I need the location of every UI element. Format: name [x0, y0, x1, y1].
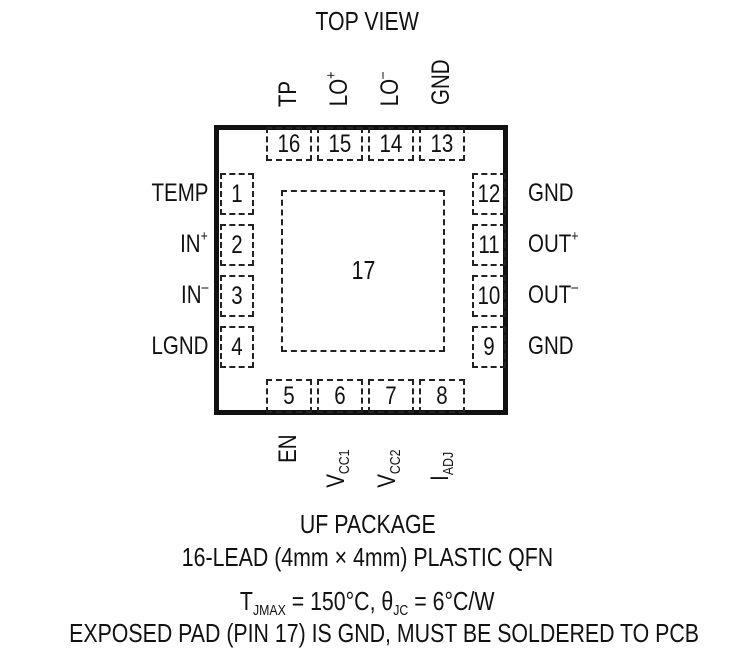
- pin-label-14: LO–: [374, 72, 404, 107]
- pin-label-15: LO+: [323, 71, 353, 107]
- pin-14: 14: [368, 127, 414, 161]
- pin-6: 6: [317, 379, 363, 413]
- pin-label-16: TP: [274, 80, 302, 108]
- caption-thermal: TJMAX = 150°C, θJC = 6°C/W: [240, 586, 495, 619]
- pin-label-9: GND: [528, 332, 574, 360]
- pin-15: 15: [317, 127, 363, 161]
- pin-label-4: LGND: [151, 332, 208, 360]
- pin-16: 16: [266, 127, 312, 161]
- pin-12: 12: [472, 173, 506, 215]
- view-title: TOP VIEW: [315, 6, 420, 36]
- caption-package: UF PACKAGE: [299, 509, 436, 539]
- pin-3: 3: [220, 275, 254, 317]
- pin-5: 5: [266, 379, 312, 413]
- pin-label-10: OUT–: [528, 279, 579, 309]
- pin-13: 13: [419, 127, 465, 161]
- pin-11: 11: [472, 224, 506, 266]
- pin-2: 2: [220, 224, 254, 266]
- pin-label-11: OUT+: [528, 228, 579, 258]
- caption-lead: 16-LEAD (4mm × 4mm) PLASTIC QFN: [181, 542, 554, 572]
- pin-label-6: VCC1: [322, 449, 353, 488]
- pin-label-12: GND: [528, 179, 574, 207]
- pin-4: 4: [220, 326, 254, 368]
- pin-label-5: EN: [274, 434, 302, 463]
- pin-label-7: VCC2: [373, 449, 404, 488]
- pin-label-2: IN+: [180, 228, 208, 258]
- pin-8: 8: [419, 379, 465, 413]
- pin-9: 9: [472, 326, 506, 368]
- exposed-pad-number: 17: [351, 255, 375, 285]
- pin-label-1: TEMP: [151, 179, 208, 207]
- pin-1: 1: [220, 173, 254, 215]
- exposed-pad: [281, 190, 445, 352]
- pin-label-13: GND: [427, 59, 455, 105]
- pin-10: 10: [472, 275, 506, 317]
- pin-label-8: IADJ: [426, 451, 457, 481]
- caption-exposed-pad: EXPOSED PAD (PIN 17) IS GND, MUST BE SOL…: [69, 618, 700, 648]
- pin-label-3: IN–: [180, 279, 208, 309]
- pin-7: 7: [368, 379, 414, 413]
